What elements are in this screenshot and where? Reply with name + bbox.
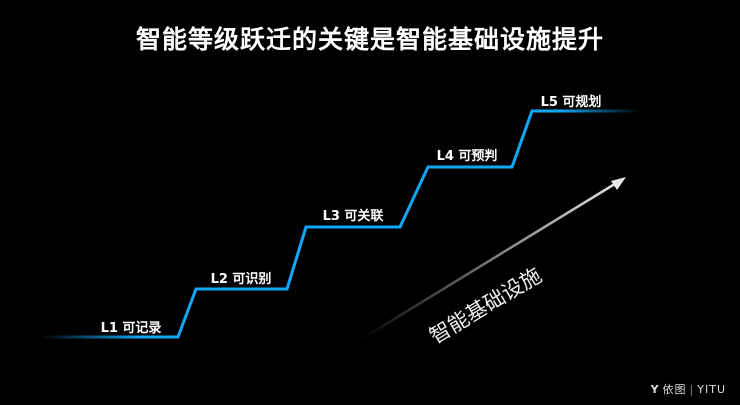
yitu-logo: Y 依图 | YITU [651, 381, 726, 397]
logo-divider: | [689, 382, 695, 396]
logo-mark-icon: Y [650, 382, 660, 396]
logo-cn: 依图 [662, 383, 687, 396]
level-label-l5: L5 可规划 [540, 95, 602, 110]
slide-title: 智能等级跃迁的关键是智能基础设施提升 [135, 25, 604, 54]
growth-arrow-line [359, 180, 619, 342]
stair-path [139, 109, 561, 339]
level-label-l1: L1 可记录 [100, 321, 162, 336]
level-label-l4: L4 可预判 [436, 149, 498, 164]
level-label-l2: L2 可识别 [210, 272, 272, 287]
arrow-head-icon [611, 177, 626, 190]
logo-en: YITU [697, 382, 726, 396]
level-label-l3: L3 可关联 [322, 209, 384, 224]
